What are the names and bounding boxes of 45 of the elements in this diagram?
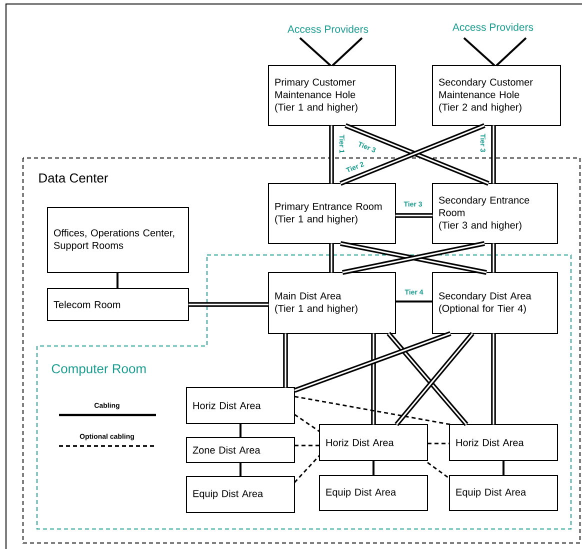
double-cable-line (394, 332, 474, 426)
area-box: Telecom Room (47, 288, 189, 321)
dashed-cable-line (294, 396, 451, 426)
double-cable-line (491, 244, 496, 272)
double-cable-line (386, 332, 468, 426)
area-box: Horiz Dist Area (449, 424, 558, 461)
area-box: Main Dist Area (Tier 1 and higher) (268, 272, 396, 334)
double-cable-line (283, 334, 288, 388)
cable-line (240, 424, 242, 438)
double-cable-line (188, 302, 268, 307)
provider-label: Access Providers (287, 25, 368, 33)
area-box: Primary Customer Maintenance Hole (Tier 1 and higher) (268, 65, 396, 126)
cable-line (240, 462, 242, 476)
provider-label: Access Providers (452, 23, 534, 31)
area-box: Equip Dist Area (319, 475, 428, 511)
area-box: Horiz Dist Area (186, 387, 295, 424)
cable-line (502, 460, 504, 476)
dashed-cable-line (294, 444, 320, 446)
area-box: Horiz Dist Area (319, 424, 428, 461)
dashed-cable-line (428, 442, 450, 444)
cable-line (299, 37, 332, 66)
double-cable-line (396, 213, 432, 218)
cable-line (396, 300, 432, 302)
double-cable-line (294, 331, 452, 393)
double-cable-line (491, 126, 496, 184)
cable-line (332, 37, 363, 66)
double-cable-line (491, 334, 496, 424)
area-box: Primary Entrance Room (Tier 1 and higher) (268, 183, 396, 244)
area-box: Secondary Entrance Room (Tier 3 and higher) (432, 183, 558, 244)
dashed-cable-line (294, 454, 320, 483)
area-box: Secondary Dist Area (Optional for Tier 4) (432, 272, 558, 334)
double-cable-line (371, 334, 376, 424)
double-cable-line (329, 244, 334, 272)
double-cable-line (329, 126, 334, 184)
cable-line (496, 37, 527, 66)
area-box: Equip Dist Area (449, 475, 558, 511)
area-box: Offices, Operations Center, Support Rooms (47, 207, 189, 273)
area-box: Secondary Customer Maintenance Hole (Tier 2 and higher) (432, 65, 561, 126)
dashed-cable-line (427, 462, 450, 480)
area-box: Equip Dist Area (186, 476, 295, 513)
area-box: Zone Dist Area (186, 437, 295, 463)
cable-line (116, 272, 118, 288)
cable-line (463, 37, 496, 66)
dashed-cable-line (294, 414, 320, 432)
cable-line (372, 460, 374, 476)
